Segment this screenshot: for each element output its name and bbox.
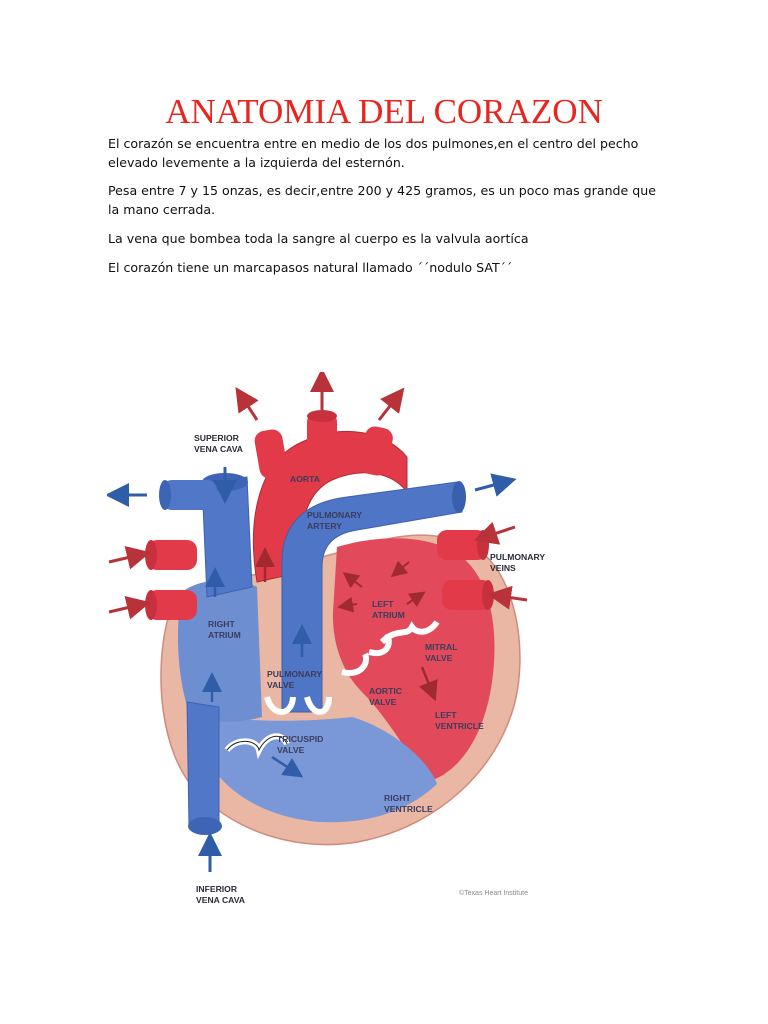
blue-vessel-left-cap bbox=[159, 480, 171, 510]
paragraph-aortic-valve: La vena que bombea toda la sangre al cue… bbox=[108, 231, 529, 246]
label-mitral-line1: MITRAL bbox=[425, 642, 457, 652]
label-aortic-line2: VALVE bbox=[369, 697, 397, 707]
aortic-branch-cap-middle bbox=[307, 410, 337, 422]
label-ra-line2: ATRIUM bbox=[208, 630, 241, 640]
heart-diagram: SUPERIOR VENA CAVA AORTA PULMONARY ARTER… bbox=[107, 372, 565, 908]
ivc-opening bbox=[188, 817, 222, 835]
label-svc-line2: VENA CAVA bbox=[194, 444, 243, 454]
arrow-pv-right-lower bbox=[487, 585, 528, 610]
paragraph-pacemaker: El corazón tiene un marcapasos natural l… bbox=[108, 260, 513, 275]
label-pv-line1: PULMONARY bbox=[490, 552, 545, 562]
aortic-branch-middle bbox=[307, 412, 337, 460]
arrow-mitral-down bbox=[419, 666, 438, 702]
paragraph-weight: Pesa entre 7 y 15 onzas, es decir,entre … bbox=[108, 183, 657, 217]
pulmonary-vein-right-lower bbox=[442, 580, 492, 610]
pulmonary-vein-left-lower bbox=[147, 590, 197, 620]
pulmonary-vein-cap-lu bbox=[145, 540, 157, 570]
label-pa-line1: PULMONARY bbox=[307, 510, 362, 520]
blue-vessel-left bbox=[162, 480, 217, 510]
label-tricuspid-line1: TRICUSPID bbox=[277, 734, 323, 744]
label-ivc-line2: VENA CAVA bbox=[196, 895, 245, 905]
label-pa-line2: ARTERY bbox=[307, 521, 342, 531]
label-tricuspid-line2: VALVE bbox=[277, 745, 305, 755]
pulmonary-vein-cap-ru bbox=[477, 530, 489, 560]
label-lv-line2: VENTRICLE bbox=[435, 721, 484, 731]
label-la-line1: LEFT bbox=[372, 599, 394, 609]
arrow-aorta-upleft bbox=[235, 386, 259, 421]
document-title: ANATOMIA DEL CORAZON bbox=[165, 92, 603, 131]
right-atrium-chamber bbox=[177, 580, 262, 722]
label-svc-line1: SUPERIOR bbox=[194, 433, 240, 443]
pulmonary-artery bbox=[281, 481, 463, 713]
arrow-tricuspid-down bbox=[271, 755, 304, 778]
arrow-la-2 bbox=[390, 560, 410, 578]
label-ra-line1: RIGHT bbox=[208, 619, 235, 629]
pulmonary-vein-cap-rl bbox=[482, 580, 494, 610]
label-pulmvalve-line2: VALVE bbox=[267, 680, 295, 690]
label-rv-line2: VENTRICLE bbox=[384, 804, 433, 814]
arrow-la-4 bbox=[406, 591, 426, 608]
pulmonary-artery-cap bbox=[452, 481, 466, 513]
arrow-pv-left-upper bbox=[108, 546, 151, 570]
label-aorta: AORTA bbox=[290, 474, 320, 484]
pulmonary-vein-left-upper bbox=[147, 540, 197, 570]
label-lv-line1: LEFT bbox=[435, 710, 457, 720]
arrow-pv-right-upper bbox=[473, 521, 516, 545]
tricuspid-valve-outline bbox=[226, 735, 288, 752]
arrow-pa-right bbox=[474, 473, 517, 497]
aortic-branch-right bbox=[359, 426, 393, 476]
paragraph-location: El corazón se encuentra entre en medio d… bbox=[108, 136, 639, 170]
arrow-aorta-upright bbox=[377, 387, 405, 421]
inferior-vena-cava bbox=[186, 701, 220, 828]
diagram-credit: ©Texas Heart Institute bbox=[459, 889, 528, 897]
heart-diagram-svg: SUPERIOR VENA CAVA AORTA PULMONARY ARTER… bbox=[107, 372, 545, 905]
arrow-la-3 bbox=[337, 596, 358, 613]
arrow-pv-left-lower bbox=[108, 596, 151, 620]
pulmonary-vein-cap-ll bbox=[145, 590, 157, 620]
label-pulmvalve-line1: PULMONARY bbox=[267, 669, 322, 679]
label-rv-line1: RIGHT bbox=[384, 793, 411, 803]
mitral-valve-shape bbox=[379, 620, 440, 645]
label-mitral-line2: VALVE bbox=[425, 653, 453, 663]
label-pv-line2: VEINS bbox=[490, 563, 516, 573]
label-aortic-line1: AORTIC bbox=[369, 686, 402, 696]
label-la-line2: ATRIUM bbox=[372, 610, 405, 620]
aortic-branch-left bbox=[254, 429, 288, 479]
pulmonary-valve-shape bbox=[264, 695, 332, 715]
arrow-la-1 bbox=[342, 572, 363, 589]
label-ivc-line1: INFERIOR bbox=[196, 884, 238, 894]
